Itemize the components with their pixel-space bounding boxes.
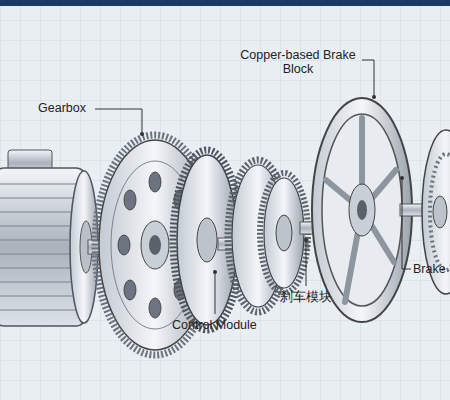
brake-unit bbox=[400, 130, 450, 294]
top-band bbox=[0, 0, 450, 6]
gear-cluster bbox=[228, 160, 308, 312]
leader-dots bbox=[140, 95, 404, 274]
leader-lines bbox=[95, 60, 411, 314]
part-label: Brake bbox=[413, 262, 447, 276]
part-label: Gearbox bbox=[38, 101, 94, 115]
part-label: Control Module bbox=[172, 318, 272, 332]
part-label: 刹车模块 bbox=[280, 290, 340, 304]
part-label: Copper-based Brake Block bbox=[238, 48, 358, 77]
brake-disc bbox=[312, 98, 412, 322]
